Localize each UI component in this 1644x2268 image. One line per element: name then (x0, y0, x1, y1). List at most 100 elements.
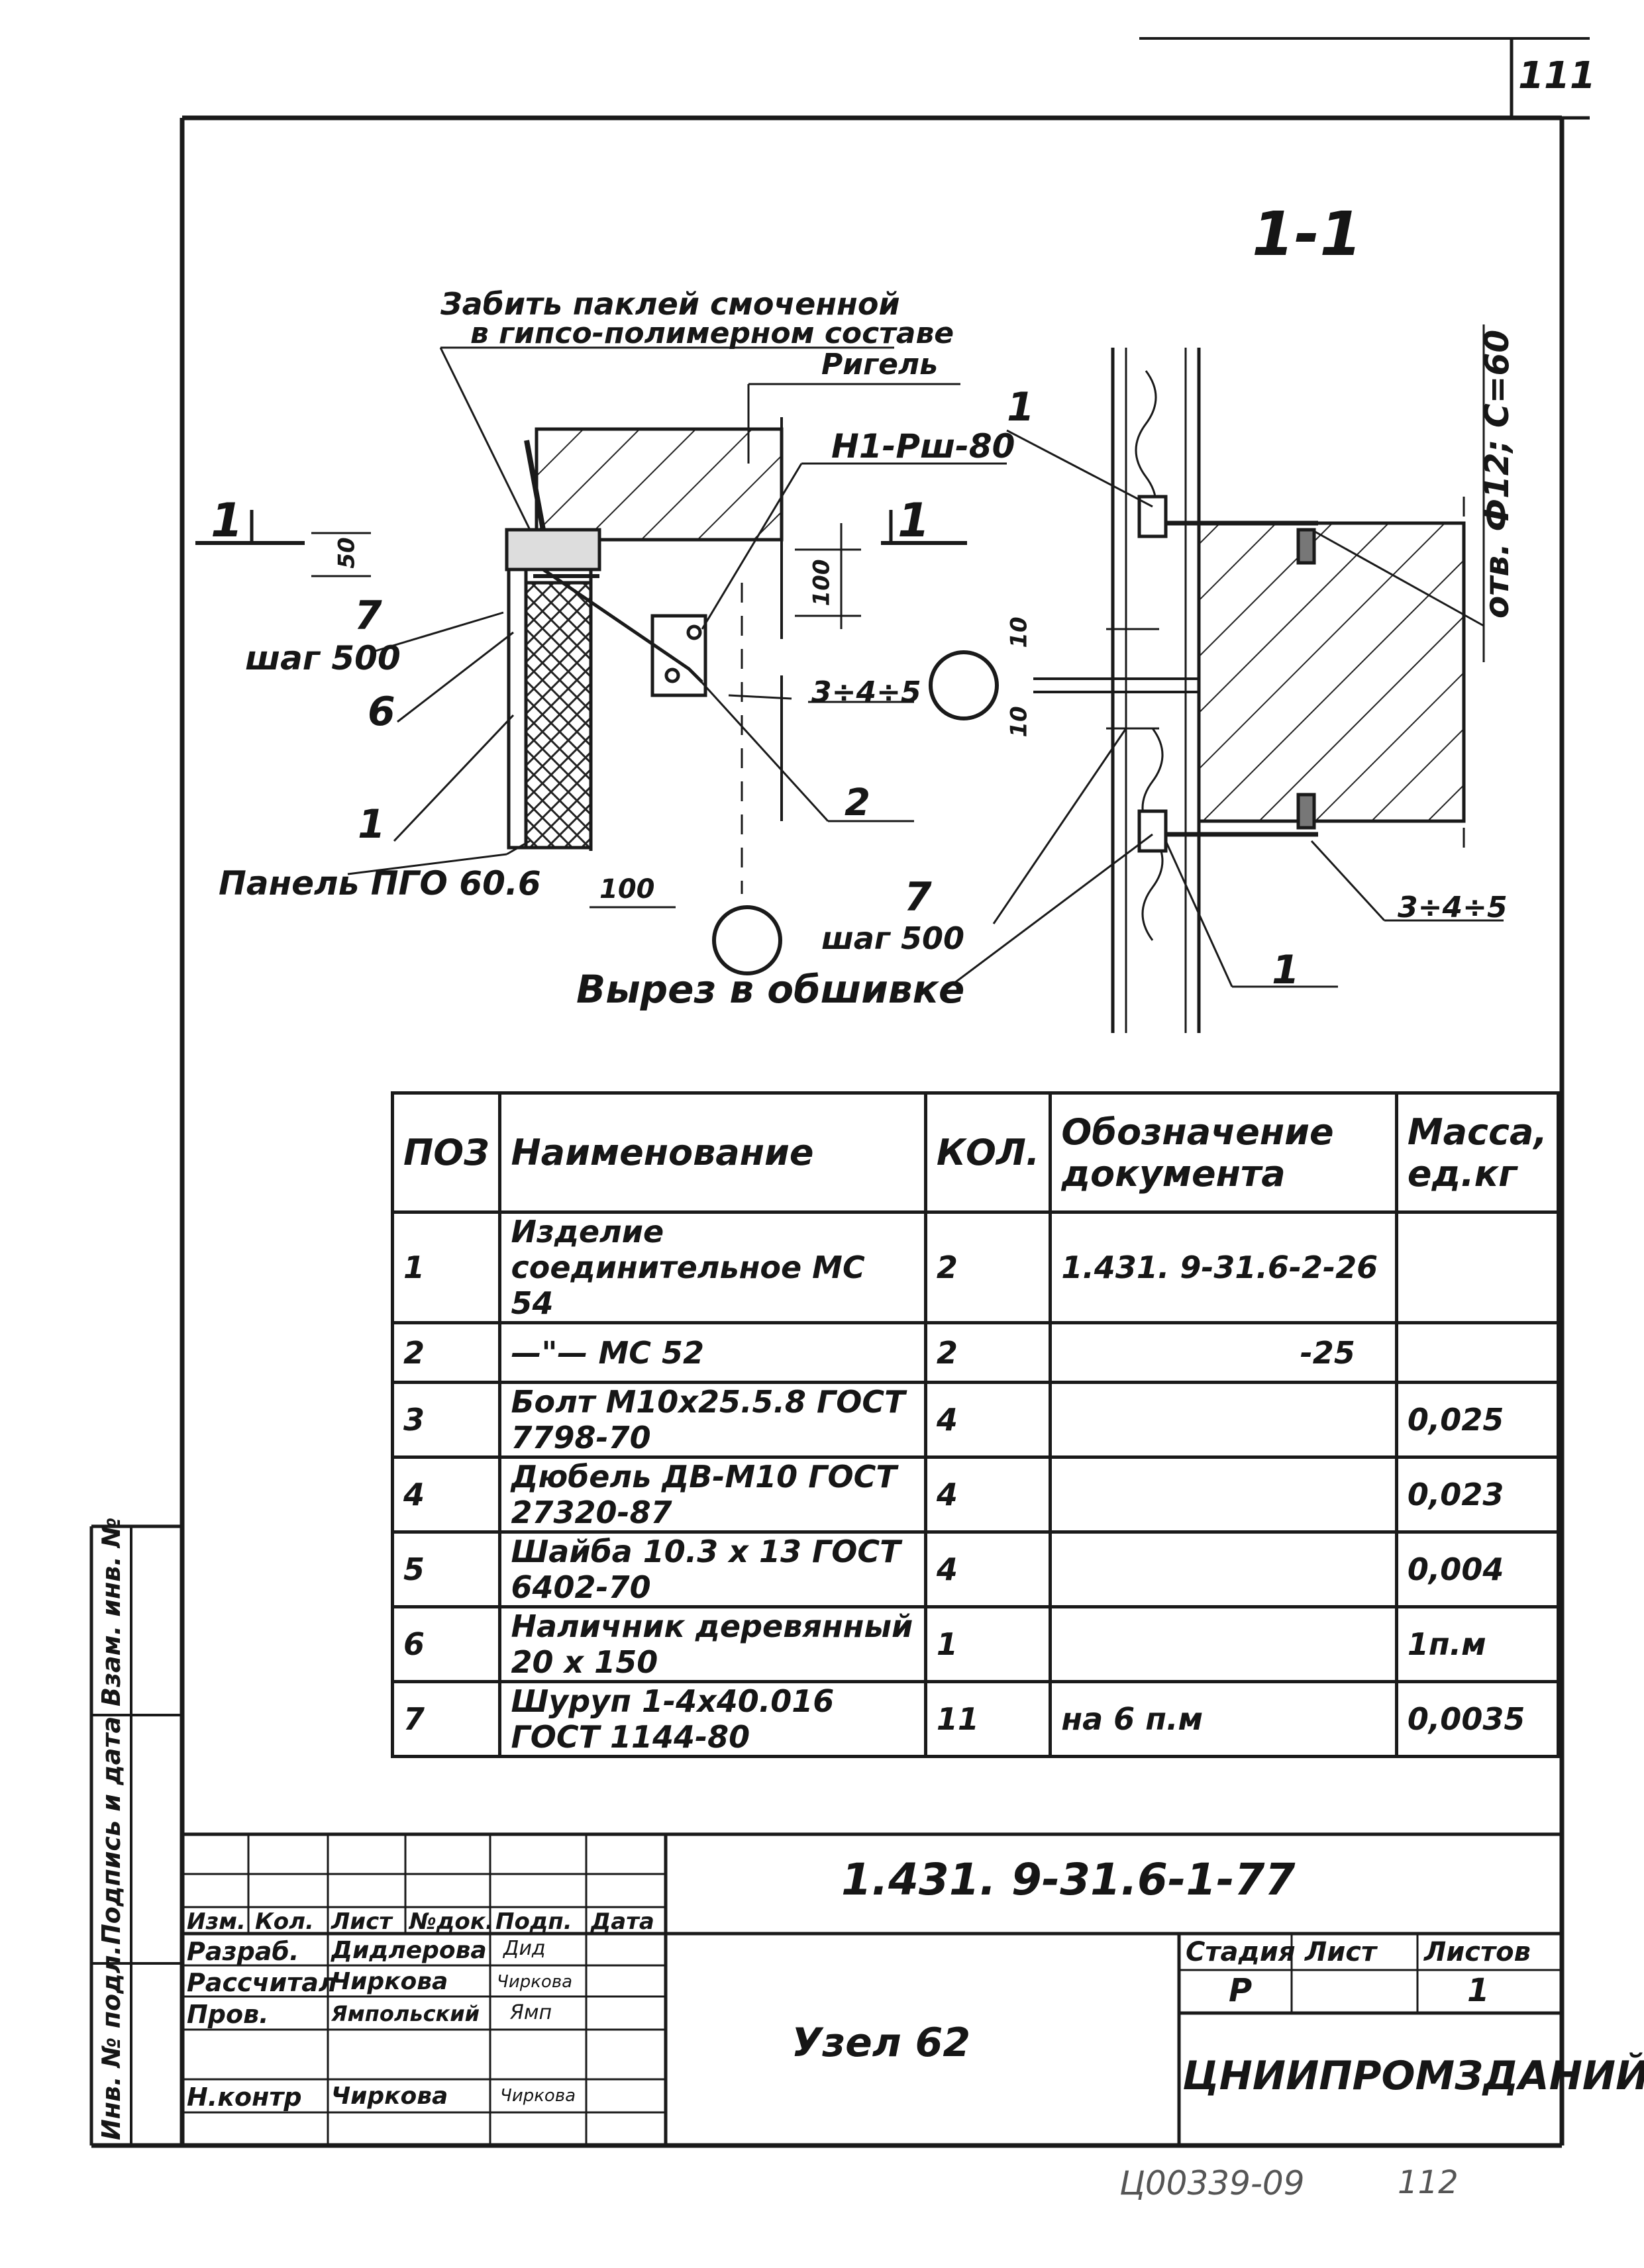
row-doc: -25 (1049, 1321, 1398, 1384)
row-qty: 4 (923, 1381, 1053, 1459)
specification-table: ПОЗ Наименование КОЛ. Обозначение докуме… (390, 1091, 1561, 1758)
row-mass: 0,004 (1394, 1530, 1561, 1608)
row-doc (1049, 1605, 1398, 1683)
part-code-label: Н1-Рш-80 (831, 427, 1015, 466)
document-designation: 1.431. 9-31.6-1-77 (841, 1854, 1296, 1905)
callout-1-top-right: 1 (1007, 384, 1035, 430)
table-row: 5 Шайба 10.3 х 13 ГОСТ 6402-70 4 0,004 (390, 1530, 1561, 1608)
row-name: Шуруп 1-4х40.016 ГОСТ 1144-80 (498, 1680, 927, 1758)
row-doc (1049, 1530, 1398, 1608)
dim-10-top: 10 (1005, 616, 1033, 648)
callout-2: 2 (845, 781, 870, 824)
staff-name: Чиркова (331, 2083, 448, 2110)
col-header-ndok: №док. (409, 1908, 494, 1935)
side-stamp-sign-date: Подпись и дата (97, 1716, 126, 1945)
col-header-list: Лист (331, 1908, 392, 1935)
callout-7-right: 7 (904, 874, 932, 920)
row-pos: 1 (390, 1210, 502, 1324)
row-name: Дюбель ДВ-М10 ГОСТ 27320-87 (498, 1455, 927, 1534)
header-mass: Масса, ед.кг (1394, 1091, 1561, 1214)
sealing-note-line1: Забить паклей смоченной (440, 286, 900, 322)
callout-1-left: 1 (358, 801, 385, 848)
row-pos: 2 (390, 1321, 502, 1384)
sheets-label: Листов (1424, 1937, 1531, 1967)
rigel-label: Ригель (821, 348, 938, 381)
table-row: 6 Наличник деревянный 20 х 150 1 1п.м (390, 1605, 1561, 1683)
row-doc: на 6 п.м (1049, 1680, 1398, 1758)
row-doc (1049, 1455, 1398, 1534)
row-qty: 11 (923, 1680, 1053, 1758)
header-pos: ПОЗ (390, 1091, 502, 1214)
staff-signature: Дид (503, 1937, 546, 1960)
sheet-frame (89, 37, 1590, 2148)
dim-100-horizontal: 100 (599, 874, 655, 905)
table-row: 3 Болт М10х25.5.8 ГОСТ 7798-70 4 0,025 (390, 1381, 1561, 1459)
dim-10-bottom: 10 (1005, 706, 1033, 738)
col-header-data: Дата (591, 1908, 654, 1935)
table-header-row: ПОЗ Наименование КОЛ. Обозначение докуме… (390, 1091, 1561, 1214)
table-row: 4 Дюбель ДВ-М10 ГОСТ 27320-87 4 0,023 (390, 1455, 1561, 1534)
callout-3-4-5-left: 3÷4÷5 (811, 675, 921, 709)
table-row: 2 —"— МС 52 2 -25 (390, 1321, 1561, 1384)
row-name: Наличник деревянный 20 х 150 (498, 1605, 927, 1683)
sealing-note-line2: в гипсо-полимерном составе (470, 317, 954, 350)
side-stamp-inv-original: Инв. № подл. (97, 1945, 126, 2140)
dim-100-vertical: 100 (808, 559, 835, 607)
row-qty: 4 (923, 1530, 1053, 1608)
staff-role: Рассчитал (187, 1968, 337, 1997)
step-500-left: шаг 500 (245, 639, 401, 677)
callout-1-bottom-right: 1 (1272, 947, 1300, 993)
staff-role: Разраб. (187, 1937, 299, 1966)
table-row: 7 Шуруп 1-4х40.016 ГОСТ 1144-80 11 на 6 … (390, 1680, 1561, 1758)
row-mass (1394, 1210, 1561, 1324)
row-name: Изделие соединительное МС 54 (498, 1210, 927, 1324)
staff-role: Пров. (187, 2000, 269, 2029)
staff-name: Чиркова (331, 1968, 448, 1995)
row-mass: 0,0035 (1394, 1680, 1561, 1758)
sheets-value: 1 (1467, 1972, 1490, 2009)
header-name: Наименование (498, 1091, 927, 1214)
row-qty: 4 (923, 1455, 1053, 1534)
row-doc (1049, 1381, 1398, 1459)
callout-3-4-5-right: 3÷4÷5 (1398, 891, 1508, 924)
title-block-grid (182, 1832, 1562, 2145)
bottom-stamp: Ц00339-09 (1119, 2164, 1305, 2202)
col-header-podp: Подп. (495, 1908, 572, 1935)
bottom-page-number: 112 (1398, 2164, 1459, 2201)
hole-note: отв. Ф12; С=60 (1478, 329, 1516, 618)
row-qty: 1 (923, 1605, 1053, 1683)
organization-name: ЦНИИПРОМЗДАНИЙ (1182, 2053, 1644, 2099)
node-title: Узел 62 (792, 2020, 971, 2066)
row-name: Болт М10х25.5.8 ГОСТ 7798-70 (498, 1381, 927, 1459)
staff-name: Дидлерова (331, 1937, 487, 1964)
staff-name: Ямпольский (331, 2001, 480, 2026)
row-qty: 2 (923, 1210, 1053, 1324)
staff-signature: Чиркова (497, 1972, 573, 1992)
header-doc: Обозначение документа (1049, 1091, 1398, 1214)
left-detail (195, 346, 1007, 975)
cut-mark-right: 1 (898, 493, 930, 548)
callout-7-left: 7 (354, 593, 382, 639)
row-name: —"— МС 52 (498, 1321, 927, 1384)
side-stamp-replace-inv: Взам. инв. № (97, 1517, 126, 1706)
section-label: 1-1 (1252, 199, 1362, 270)
stage-label: Стадия (1186, 1937, 1296, 1967)
col-header-izm: Изм. (187, 1908, 246, 1935)
row-mass: 1п.м (1394, 1605, 1561, 1683)
row-pos: 3 (390, 1381, 502, 1459)
cutout-label: Вырез в обшивке (576, 967, 965, 1012)
row-mass (1394, 1321, 1561, 1384)
col-header-kol: Кол. (255, 1908, 314, 1935)
row-doc: 1.431. 9-31.6-2-26 (1049, 1210, 1398, 1324)
sheet-label: Лист (1305, 1937, 1377, 1967)
row-name: Шайба 10.3 х 13 ГОСТ 6402-70 (498, 1530, 927, 1608)
stage-value: Р (1229, 1972, 1253, 2009)
page-number: 111 (1518, 54, 1596, 97)
row-mass: 0,023 (1394, 1455, 1561, 1534)
step-500-right: шаг 500 (821, 920, 964, 956)
cut-mark-left: 1 (211, 493, 243, 548)
header-qty: КОЛ. (923, 1091, 1053, 1214)
row-pos: 6 (390, 1605, 502, 1683)
staff-signature: Чиркова (500, 2086, 576, 2106)
